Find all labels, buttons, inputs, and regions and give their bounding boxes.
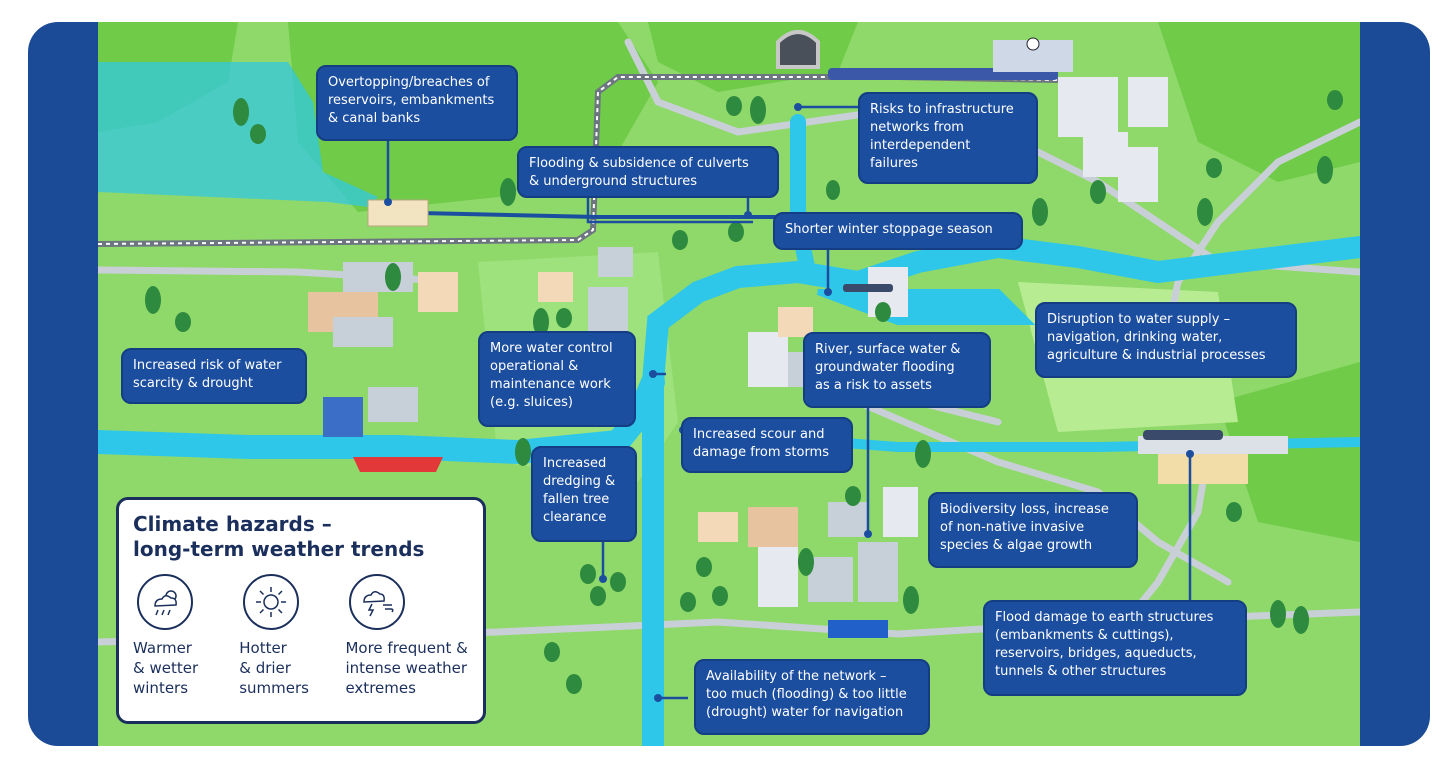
leader-lines	[386, 105, 1192, 700]
aqueduct	[1138, 436, 1288, 454]
legend-title: Climate hazards – long-term weather tren…	[133, 512, 425, 561]
callout-flooding-assets: River, surface water & groundwater flood…	[803, 332, 991, 408]
buildings	[308, 77, 1168, 607]
dam	[367, 199, 429, 227]
callout-stoppage: Shorter winter stoppage season	[773, 212, 1023, 250]
callout-scour: Increased scour and damage from storms	[681, 417, 853, 473]
legend-box: Climate hazards – long-term weather tren…	[116, 497, 486, 724]
legend-label-summers: Hotter & drier summers	[239, 639, 309, 697]
callout-reservoirs: Overtopping/breaches of reservoirs, emba…	[316, 65, 518, 141]
callout-culverts: Flooding & subsidence of culverts & unde…	[517, 146, 779, 198]
red-ship	[353, 457, 443, 472]
aqueduct-pier	[1158, 454, 1248, 484]
narrowboat	[1143, 430, 1223, 440]
legend-label-winters: Warmer & wetter winters	[133, 639, 199, 697]
reservoir	[98, 62, 378, 207]
legend-label-extremes: More frequent & intense weather extremes	[345, 639, 468, 697]
callout-network: Availability of the network – too much (…	[694, 659, 930, 735]
callout-earth-structures: Flood damage to earth structures (embank…	[983, 600, 1247, 696]
tunnel	[776, 30, 820, 69]
callout-water-supply: Disruption to water supply – navigation,…	[1035, 302, 1297, 378]
sun-icon	[243, 574, 300, 630]
legend-item-winters: Warmer & wetter winters	[133, 574, 221, 698]
callout-scarcity: Increased risk of water scarcity & droug…	[121, 348, 307, 404]
trees	[145, 90, 1343, 694]
storm-wind-icon	[349, 574, 406, 630]
barge	[843, 284, 893, 292]
legend-item-extremes: More frequent & intense weather extremes	[345, 574, 469, 698]
legend-items: Warmer & wetter winters Hotter & drier	[133, 574, 469, 698]
waterways	[98, 114, 1360, 746]
callout-water-control: More water control operational & mainten…	[478, 331, 636, 427]
poster-frame: Overtopping/breaches of reservoirs, emba…	[28, 22, 1430, 746]
callout-infrastructure: Risks to infrastructure networks from in…	[858, 92, 1038, 184]
callout-biodiversity: Biodiversity loss, increase of non-nativ…	[928, 492, 1138, 568]
rain-sun-icon	[137, 574, 193, 630]
station-clock-icon	[1026, 37, 1040, 51]
callout-dredging: Increased dredging & fallen tree clearan…	[531, 446, 637, 542]
legend-item-summers: Hotter & drier summers	[239, 574, 327, 698]
truck	[828, 620, 888, 638]
